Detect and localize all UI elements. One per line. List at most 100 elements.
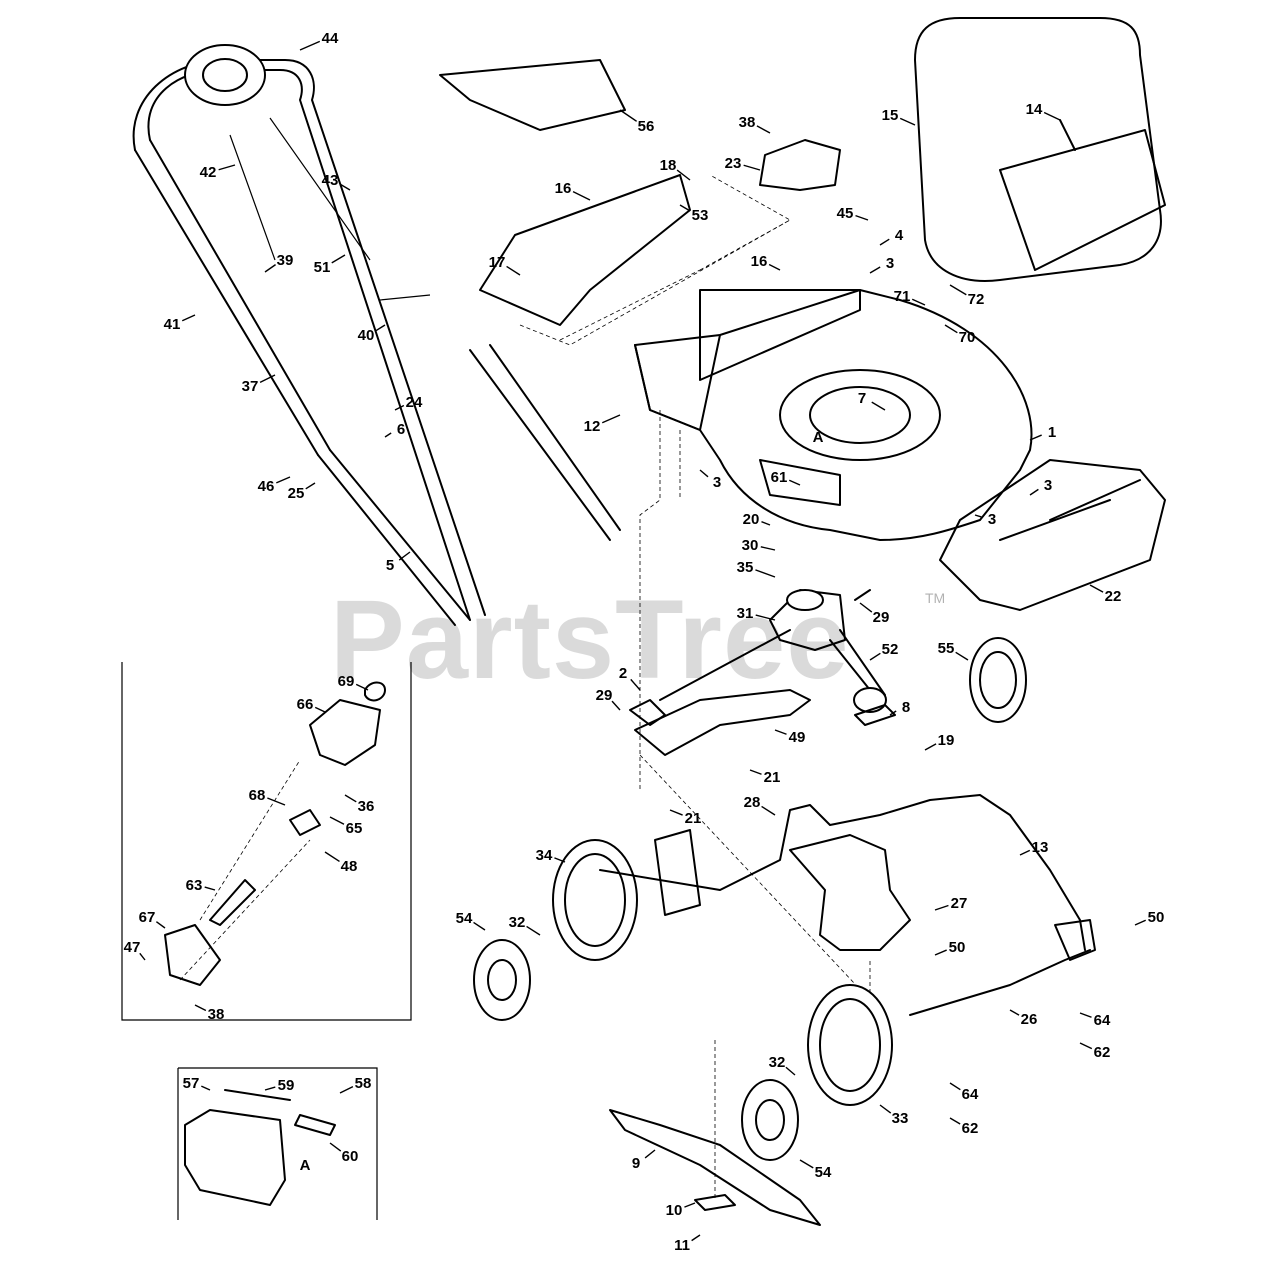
callout-leader [506, 265, 521, 276]
callout-leader [619, 109, 638, 122]
callout-leader [869, 266, 881, 274]
callout-label: 59 [278, 1077, 295, 1094]
callout-leader [384, 432, 392, 438]
callout-leader [204, 886, 216, 891]
callout-label: 11 [674, 1237, 690, 1254]
callout-label: 52 [882, 641, 899, 658]
front-axle [599, 794, 1086, 951]
top-cover [759, 139, 841, 191]
callout-label: 61 [771, 469, 788, 486]
callout-label: 23 [725, 155, 742, 172]
callout-label: 44 [322, 30, 339, 47]
callout-leader [339, 1085, 354, 1094]
callout-leader [761, 521, 771, 526]
inset-frame-cable-bracket [121, 662, 412, 1021]
callout-label: 70 [959, 329, 976, 346]
dashed-assembly-box [519, 174, 791, 346]
callout-leader [879, 1104, 892, 1114]
callout-leader [944, 324, 958, 334]
callout-label: 54 [456, 910, 473, 927]
callout-label: 42 [200, 164, 217, 181]
callout-leader [755, 614, 776, 621]
hubcap-left [473, 939, 531, 1021]
callout-label: 15 [882, 107, 899, 124]
callout-label: 41 [164, 316, 181, 333]
deck-to-drive-dashed-lines [639, 410, 871, 1200]
callout-leader [1089, 584, 1104, 593]
callout-label: 3 [988, 511, 996, 528]
callout-leader [267, 797, 286, 806]
callout-label: 14 [1026, 101, 1043, 118]
blade-adapter [694, 1194, 736, 1211]
callout-leader [526, 925, 541, 936]
callout-leader [181, 314, 196, 322]
callout-leader [949, 284, 967, 296]
callout-leader [329, 816, 345, 825]
callout-leader [139, 952, 146, 961]
callout-label: 3 [1044, 477, 1052, 494]
transmission-bracket [634, 689, 811, 756]
callout-leader [934, 904, 949, 911]
height-adjust-wheel [969, 637, 1027, 723]
callout-leader [331, 254, 346, 264]
callout-label: 48 [341, 858, 358, 875]
callout-label: 21 [764, 769, 781, 786]
mulch-plug [789, 834, 911, 951]
callout-leader [934, 949, 947, 956]
callout-label: 2 [619, 665, 627, 682]
callout-leader [194, 1004, 207, 1012]
callout-leader [676, 169, 691, 181]
callout-label: 17 [489, 254, 506, 271]
callout-leader [276, 476, 291, 484]
callout-leader [679, 204, 691, 212]
callout-leader [572, 191, 591, 201]
callout-leader [788, 479, 801, 486]
callout-label: A [813, 429, 824, 446]
callout-label: 56 [638, 118, 655, 135]
callout-leader [924, 743, 937, 751]
callout-leader [691, 1234, 701, 1242]
callout-label: 16 [751, 253, 768, 270]
callout-leader [1043, 111, 1061, 121]
trademark-mark: TM [925, 590, 946, 606]
callout-label: 22 [1105, 588, 1122, 605]
callout-label: 38 [208, 1006, 225, 1023]
callout-label: 62 [1094, 1044, 1111, 1061]
callout-label: 18 [660, 157, 677, 174]
rear-flap [479, 174, 691, 326]
callout-leader [949, 1117, 961, 1125]
callout-label: 9 [632, 1155, 640, 1172]
callout-label: 72 [968, 291, 985, 308]
callout-leader [344, 794, 357, 803]
callout-label: 32 [509, 914, 526, 931]
callout-label: 43 [322, 172, 339, 189]
callout-leader [355, 683, 369, 691]
callout-label: 63 [186, 877, 203, 894]
callout-leader [375, 324, 386, 332]
callout-label: 20 [743, 511, 760, 528]
callout-leader [201, 1085, 211, 1091]
callout-label: 27 [951, 895, 968, 912]
callout-leader [398, 551, 411, 561]
callout-label: 30 [742, 537, 759, 554]
callout-leader [1029, 488, 1039, 496]
callout-leader [785, 1066, 796, 1076]
transmission [659, 589, 871, 701]
callout-label: 16 [555, 180, 572, 197]
wheel-rear [807, 984, 893, 1106]
callout-leader [869, 652, 881, 661]
callout-label: 8 [902, 699, 910, 716]
callout-leader [473, 921, 486, 931]
callout-label: 10 [666, 1202, 683, 1219]
callout-label: 6 [397, 421, 405, 438]
callout-label: 54 [815, 1164, 832, 1181]
callout-leader [1009, 1009, 1020, 1016]
callout-label: 38 [739, 114, 756, 131]
callout-leader [743, 164, 761, 171]
callout-leader [949, 1082, 961, 1091]
callout-label: 47 [124, 939, 141, 956]
callout-label: 62 [962, 1120, 979, 1137]
callout-label: 50 [949, 939, 966, 956]
callout-label: 49 [789, 729, 806, 746]
